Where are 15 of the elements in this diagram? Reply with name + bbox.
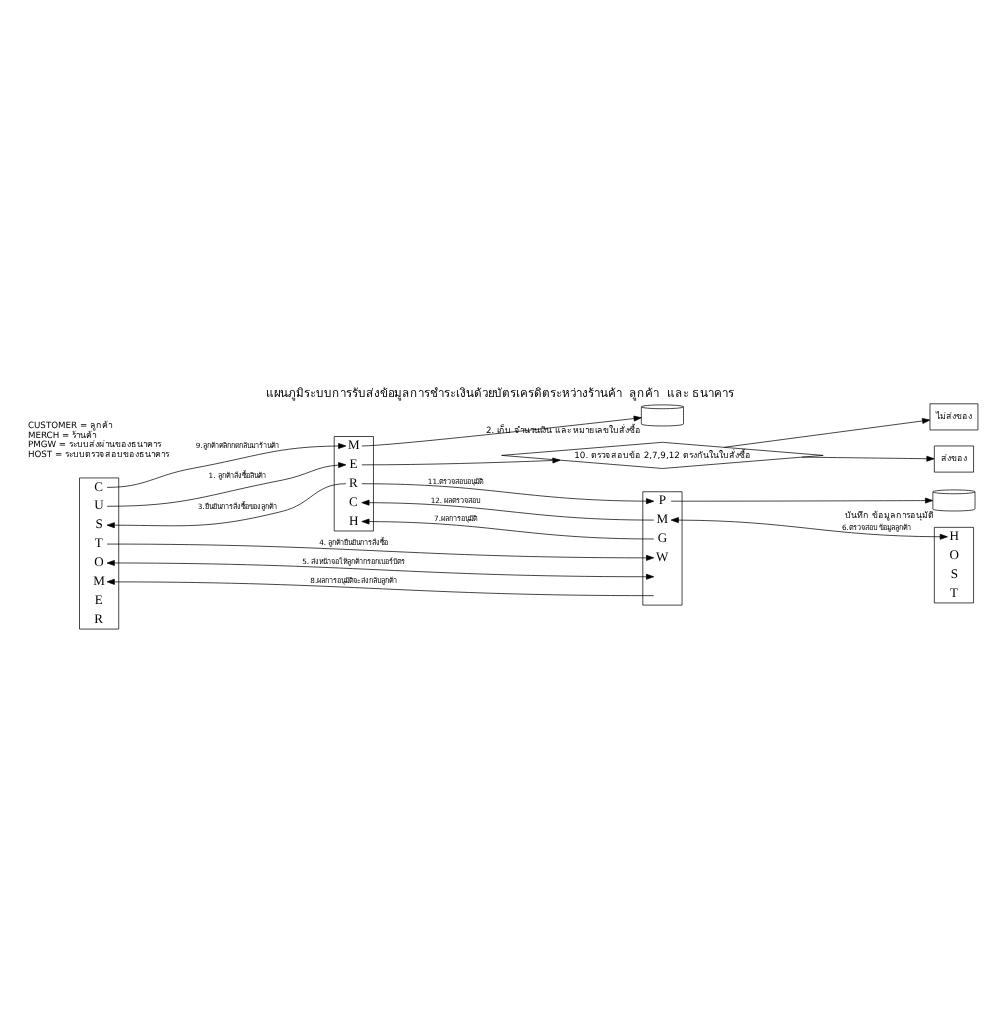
arrow	[361, 518, 655, 540]
arrow	[801, 455, 935, 462]
arrow	[361, 457, 561, 466]
arrow	[361, 415, 642, 447]
arrow	[106, 462, 347, 507]
arrow	[670, 517, 948, 540]
arrow	[361, 483, 655, 505]
arrow	[106, 560, 655, 580]
arrow	[723, 418, 931, 448]
arrow	[106, 543, 655, 561]
arrow	[106, 578, 655, 597]
arrow	[670, 497, 934, 504]
arrow	[361, 499, 655, 521]
arrow	[106, 443, 347, 488]
arrow	[106, 483, 347, 529]
